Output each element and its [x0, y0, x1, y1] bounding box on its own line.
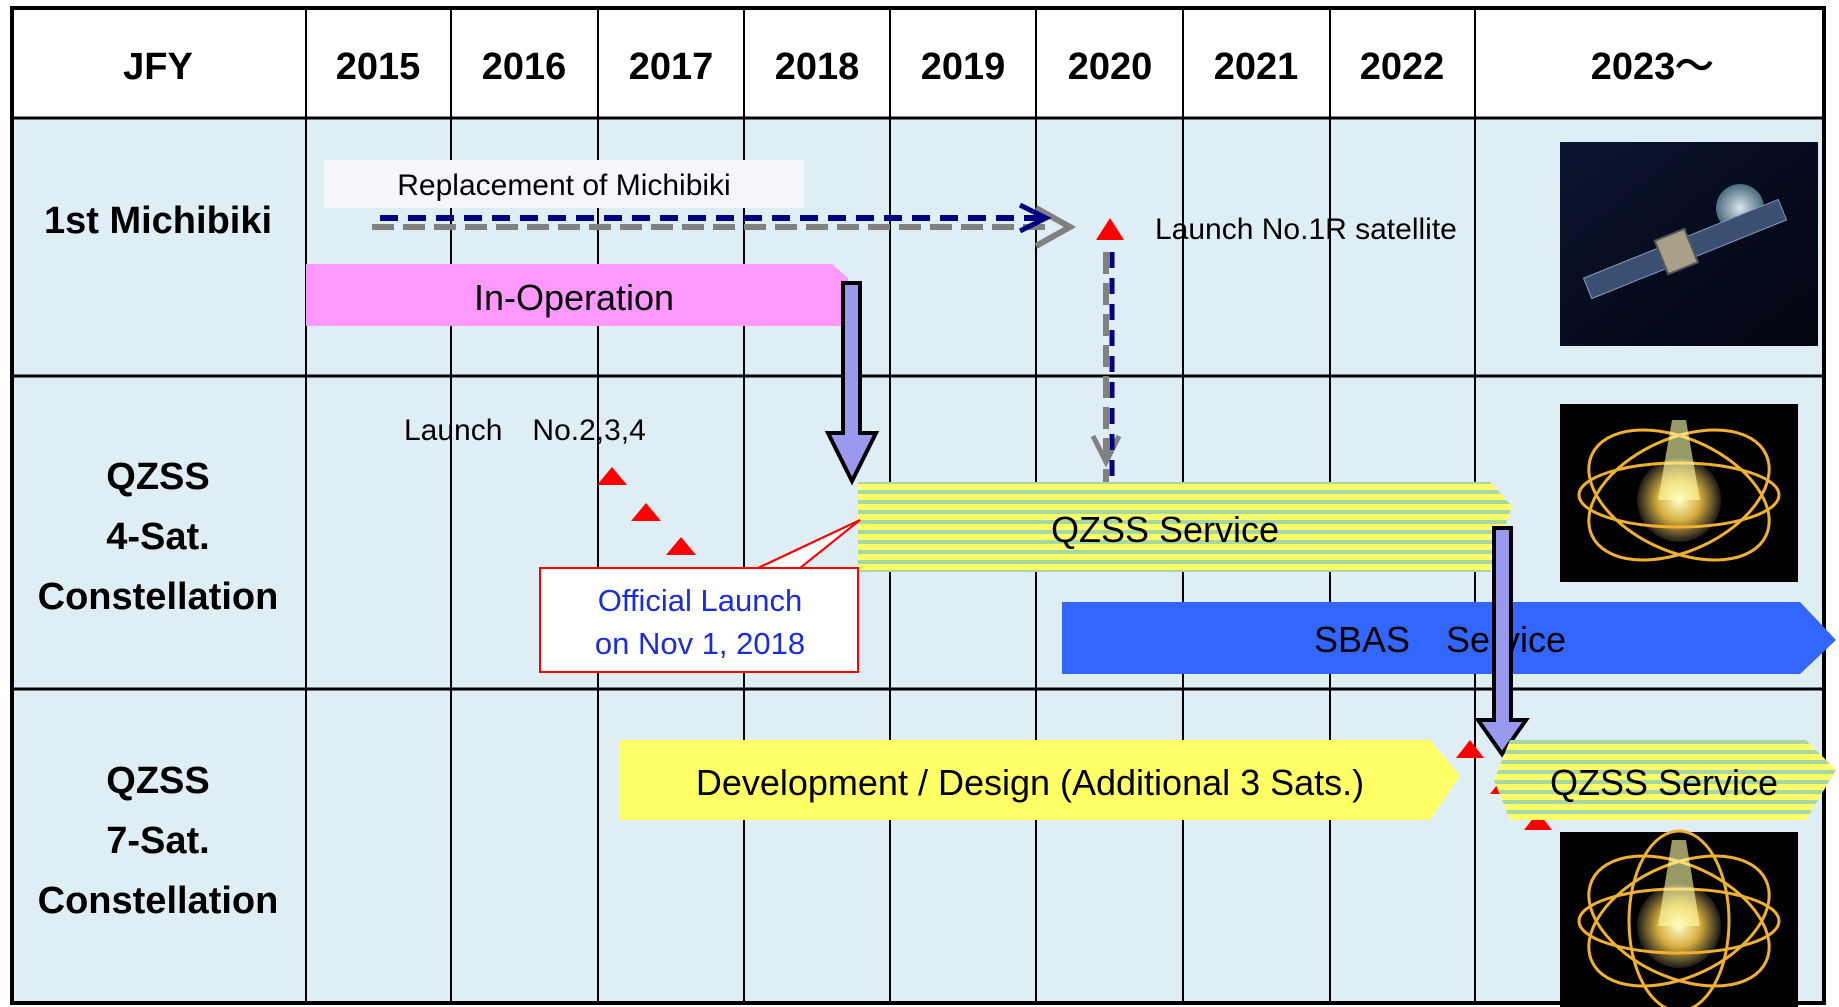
- orbit-constellation-image: [1560, 404, 1798, 582]
- replacement-label-box: [324, 160, 804, 208]
- header-year-2019: 2019: [921, 46, 1006, 88]
- row-label-michibiki: 1st Michibiki: [44, 200, 272, 242]
- launch-marker-7sat-1: [1456, 740, 1484, 758]
- replacement-arrowhead-navy: [1018, 202, 1052, 234]
- header-year-2018: 2018: [775, 46, 860, 88]
- orbit-constellation-image-2: [1560, 829, 1798, 1007]
- sbas-service-bar: [1062, 602, 1836, 674]
- qzss-service-7-bar: [1494, 740, 1836, 820]
- official-launch-line1: Official Launch: [598, 583, 803, 618]
- row-label-qzss7-line1: QZSS: [106, 760, 209, 802]
- official-launch-line2: on Nov 1, 2018: [595, 626, 805, 661]
- qzss-service-bar: [858, 482, 1512, 572]
- transition-arrow-1: [824, 281, 880, 486]
- qzss-service-label: QZSS Service: [1051, 509, 1279, 550]
- transfer-arrowhead-grey: [1090, 434, 1122, 468]
- header-year-2022: 2022: [1360, 46, 1445, 88]
- in-operation-bar: [306, 264, 848, 326]
- qzss-service-7-label: QZSS Service: [1550, 762, 1778, 803]
- header-year-2016: 2016: [482, 46, 567, 88]
- header-year-2023-onward: 2023～: [1591, 46, 1714, 88]
- header-jfy: JFY: [123, 46, 193, 88]
- transition-arrow-2: [1474, 526, 1530, 758]
- callout-pointer-top: [757, 519, 861, 569]
- replacement-arrowhead-grey: [1034, 205, 1077, 249]
- table-border: [10, 6, 1826, 1005]
- development-label: Development / Design (Additional 3 Sats.…: [696, 762, 1364, 803]
- row-label-qzss7-line3: Constellation: [38, 880, 279, 922]
- launch-marker-7sat-3: [1524, 812, 1552, 830]
- satellite-in-orbit-image: [1560, 142, 1818, 346]
- official-launch-callout-fill: [542, 570, 856, 670]
- launch-marker-no4: [666, 537, 696, 555]
- header-year-2020: 2020: [1068, 46, 1153, 88]
- launch-1r-label: Launch No.1R satellite: [1155, 213, 1457, 246]
- in-operation-label: In-Operation: [474, 277, 674, 318]
- header-year-2017: 2017: [629, 46, 714, 88]
- launch-marker-no2: [597, 467, 627, 485]
- launch-1r-marker: [1096, 218, 1124, 240]
- launch-marker-no3: [631, 503, 661, 521]
- row-label-qzss7-line2: 7-Sat.: [106, 820, 209, 862]
- row-label-qzss4-line1: QZSS: [106, 456, 209, 498]
- header-year-2015: 2015: [336, 46, 421, 88]
- launch-234-label: Launch No.2,3,4: [404, 414, 646, 447]
- row-label-qzss4-line2: 4-Sat.: [106, 516, 209, 558]
- header-background: [12, 8, 1824, 118]
- replacement-label: Replacement of Michibiki: [397, 169, 730, 202]
- sbas-service-label: SBAS Service: [1314, 619, 1566, 660]
- callout-pointer-bottom: [799, 519, 861, 569]
- row-label-qzss4-line3: Constellation: [38, 576, 279, 618]
- header-year-2021: 2021: [1214, 46, 1299, 88]
- development-bar: [620, 740, 1460, 820]
